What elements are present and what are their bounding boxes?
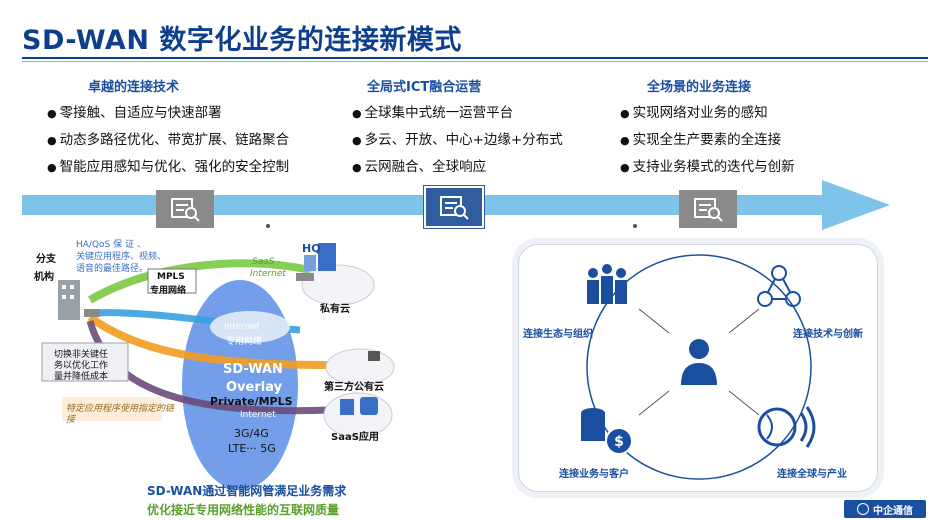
switch-label-1: 切换非关键任 xyxy=(54,350,109,360)
mpls-label-1: MPLS xyxy=(157,272,185,282)
page-title: SD-WAN 数字化业务的连接新模式 xyxy=(22,25,462,56)
qos-label-2: 关键应用程序、视频、 xyxy=(76,252,167,262)
ecosystem-label-org: 连接生态与组织 xyxy=(523,329,593,340)
bullet-item: 动态多路径优化、带宽扩展、链路聚合 xyxy=(47,127,290,154)
settings-icon xyxy=(360,397,378,415)
qos-label-1: HA/QoS 保 证 、 xyxy=(76,240,146,250)
ecosystem-label-business: 连接业务与客户 xyxy=(559,469,629,480)
fixed-link-label-2: 接 xyxy=(66,415,76,425)
svg-text:$: $ xyxy=(614,434,624,450)
ecosystem-panel: $ 连接生态与组织 连接技术与创新 连接业务与客户 连接全球与产业 xyxy=(518,244,878,492)
bullet-item: 云网融合、全球响应 xyxy=(352,154,563,181)
column-bullets-scenario: 实现网络对业务的感知 实现全生产要素的全连接 支持业务模式的迭代与创新 xyxy=(620,100,795,181)
internet-label-2: 专用网络 xyxy=(226,337,263,347)
overlay-label-2: Overlay xyxy=(226,380,283,395)
path-green xyxy=(87,259,311,304)
private-cloud-icon xyxy=(301,264,375,306)
fixed-link-callout xyxy=(62,397,162,421)
overlay-label-5: 3G/4G xyxy=(234,427,269,440)
bullet-item: 支持业务模式的迭代与创新 xyxy=(620,154,795,181)
branch-building-icon xyxy=(58,280,80,320)
document-icon xyxy=(340,399,354,415)
qos-label-3: 语音的最佳路径。 xyxy=(76,264,149,274)
report-search-icon xyxy=(424,186,484,228)
column-heading-ops: 全局式ICT融合运营 xyxy=(367,80,482,95)
third-party-cloud-label: 第三方公有云 xyxy=(324,382,384,393)
switch-label-2: 务以优化工作 xyxy=(54,361,109,371)
path-orange xyxy=(87,313,331,369)
bottom-caption-1: SD-WAN通过智能网管满足业务需求 xyxy=(147,484,347,498)
camera-icon xyxy=(368,351,380,361)
column-heading-scenario: 全场景的业务连接 xyxy=(647,80,752,95)
title-divider xyxy=(22,57,928,59)
logo-seal-icon xyxy=(857,503,869,515)
ecosystem-diagram: $ xyxy=(581,254,816,480)
report-search-icon xyxy=(679,190,737,228)
hq-label: HQ xyxy=(302,242,321,255)
bullet-item: 多云、开放、中心+边缘+分布式 xyxy=(352,127,563,154)
saas-internet-label-1: SaaS - xyxy=(252,257,281,267)
branch-label-1: 分支 xyxy=(36,254,56,265)
team-icon xyxy=(587,264,627,304)
network-icon xyxy=(757,265,801,307)
overlay-label-4: Internet xyxy=(240,410,276,420)
logo-text: 中企通信 xyxy=(873,505,913,517)
overlay-label-3: Private/MPLS xyxy=(210,395,293,408)
ecosystem-label-global: 连接全球与产业 xyxy=(777,469,847,480)
internet-cloud-icon xyxy=(210,311,290,343)
overlay-label-1: SD-WAN xyxy=(223,362,283,377)
router-icon xyxy=(84,309,100,317)
person-icon xyxy=(689,339,709,359)
bullet-item: 实现网络对业务的感知 xyxy=(620,100,795,127)
bullet-item: 全球集中式统一运营平台 xyxy=(352,100,563,127)
column-bullets-tech: 零接触、自适应与快速部署 动态多路径优化、带宽扩展、链路聚合 智能应用感知与优化… xyxy=(47,100,290,181)
ecosystem-ring xyxy=(586,254,812,480)
switch-callout xyxy=(41,342,129,382)
overlay-label-6: LTE··· 5G xyxy=(228,442,276,455)
hq-building-icon xyxy=(318,243,336,271)
internet-label-1: Internet - xyxy=(224,322,266,332)
column-heading-tech: 卓越的连接技术 xyxy=(88,80,180,95)
saas-internet-label-2: Internet xyxy=(250,269,286,279)
network-diagram xyxy=(41,243,395,490)
title-accent-divider xyxy=(22,61,928,62)
bullet-item: 实现全生产要素的全连接 xyxy=(620,127,795,154)
bottom-caption-2: 优化接近专用网络性能的互联网质量 xyxy=(147,503,340,517)
switch-label-3: 量并降低成本 xyxy=(54,372,109,382)
branch-label-2: 机构 xyxy=(34,272,54,283)
company-logo: 中企通信 xyxy=(844,500,926,518)
mpls-label-2: 专用网络 xyxy=(150,286,187,296)
report-search-icon xyxy=(156,190,214,228)
coins-icon: $ xyxy=(581,408,633,455)
fixed-link-label-1: 特定应用程序使用指定的链 xyxy=(66,404,175,414)
column-bullets-ops: 全球集中式统一运营平台 多云、开放、中心+边缘+分布式 云网融合、全球响应 xyxy=(352,100,563,181)
bullet-item: 智能应用感知与优化、强化的安全控制 xyxy=(47,154,290,181)
globe-signal-icon xyxy=(757,406,816,448)
private-cloud-label: 私有云 xyxy=(320,304,350,315)
bullet-item: 零接触、自适应与快速部署 xyxy=(47,100,289,127)
mpls-callout xyxy=(147,268,197,294)
saas-app-label: SaaS应用 xyxy=(331,432,379,443)
ecosystem-label-tech: 连接技术与创新 xyxy=(793,329,863,340)
router-icon xyxy=(296,273,314,281)
